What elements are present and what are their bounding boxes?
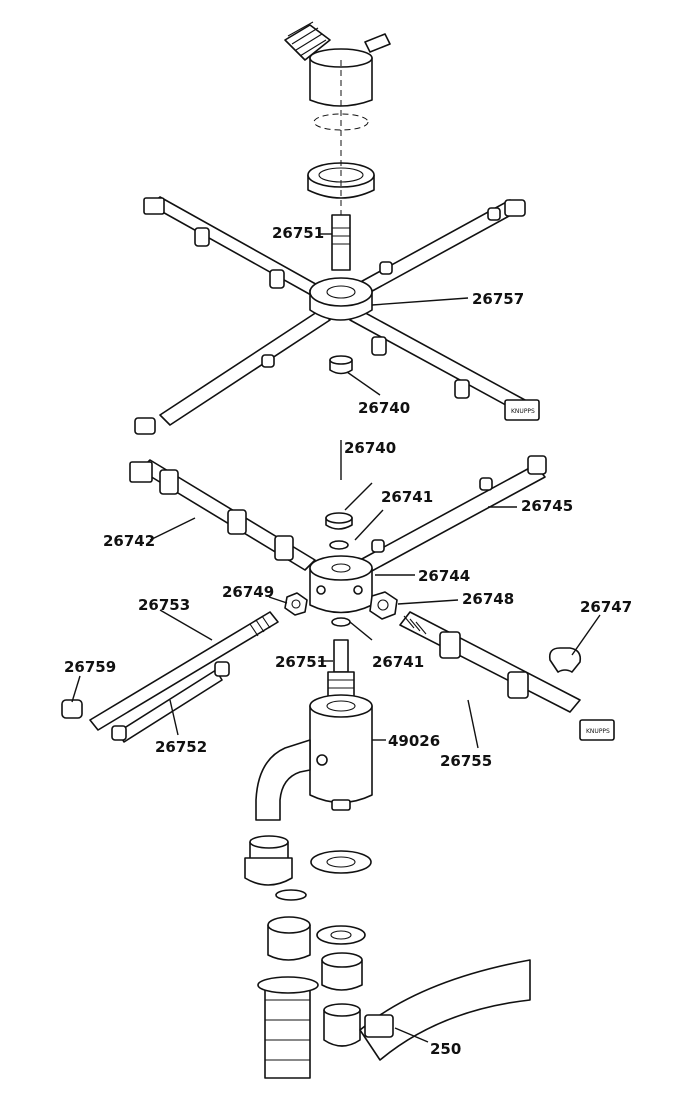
part-label-26748: 26748	[462, 590, 514, 608]
part-label-26744: 26744	[418, 567, 470, 585]
part-label-250: 250	[430, 1040, 461, 1058]
part-label-26740-mid: 26740	[344, 439, 396, 457]
part-label-26757: 26757	[472, 290, 524, 308]
part-label-26751-bot: 26751	[275, 653, 327, 671]
upper-spray-arm-assembly: KNUPPS	[134, 196, 540, 435]
label-group-side: 26749 26748 26753 26747 26751 26741 2675…	[64, 583, 632, 770]
part-label-26753: 26753	[138, 596, 190, 614]
part-label-26752: 26752	[155, 738, 207, 756]
part-label-26742: 26742	[103, 532, 155, 550]
part-label-49026: 49026	[388, 732, 440, 750]
label-group-middle: 26740 26741 26745 26742 26744	[103, 439, 573, 585]
part-label-26759: 26759	[64, 658, 116, 676]
bottom-fittings	[244, 835, 531, 1079]
end-cap-mark-lower: KNUPPS	[586, 728, 610, 735]
label-group-upper: 26751 26757 26740	[272, 224, 524, 417]
part-label-26749: 26749	[222, 583, 274, 601]
part-label-26741-top: 26741	[381, 488, 433, 506]
label-group-250: 250	[394, 1027, 461, 1058]
part-label-26747: 26747	[580, 598, 632, 616]
label-group-49026: 49026	[372, 732, 440, 750]
lower-spray-arm-assembly	[129, 455, 547, 614]
part-label-26740-top: 26740	[358, 399, 410, 417]
part-label-26745: 26745	[521, 497, 573, 515]
part-label-26751-top: 26751	[272, 224, 324, 242]
part-label-26755: 26755	[440, 752, 492, 770]
manifold-assembly-49026	[255, 617, 373, 821]
top-elbow-inlet	[284, 21, 391, 131]
part-label-26741-bot: 26741	[372, 653, 424, 671]
end-cap-mark-upper: KNUPPS	[511, 408, 535, 415]
